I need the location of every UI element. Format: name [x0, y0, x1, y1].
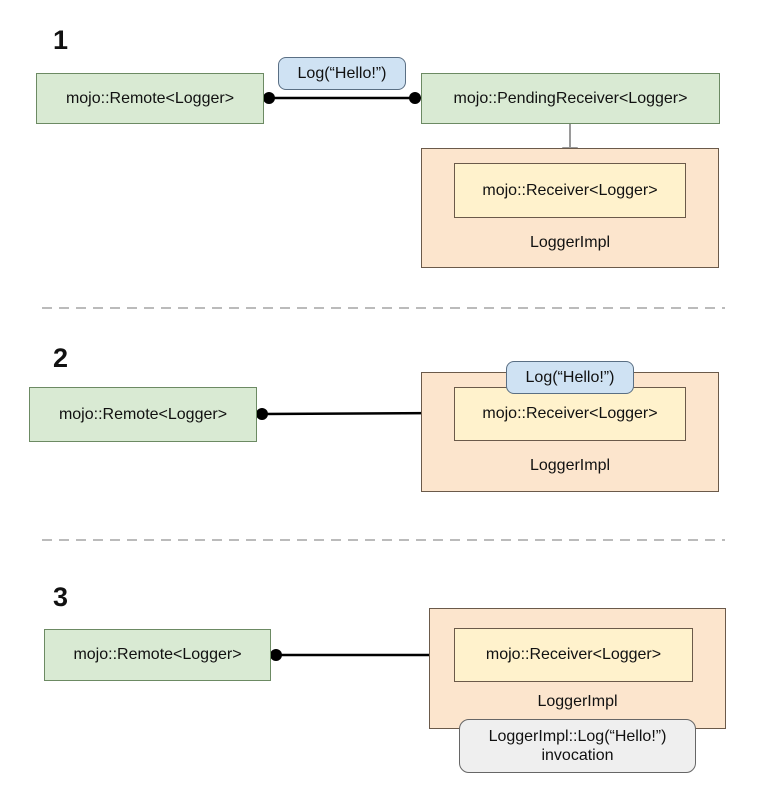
step-number-2: 2	[53, 343, 69, 373]
step2-receiver-box: mojo::Receiver<Logger>	[454, 387, 686, 441]
step1-remote-box: mojo::Remote<Logger>	[36, 73, 264, 124]
step1-pending-receiver-box: mojo::PendingReceiver<Logger>	[421, 73, 720, 124]
step3-remote-box: mojo::Remote<Logger>	[44, 629, 271, 681]
step2-remote-box: mojo::Remote<Logger>	[29, 387, 257, 442]
step2-message-pipe	[261, 411, 449, 416]
step1-receiver-box: mojo::Receiver<Logger>	[454, 163, 686, 218]
step3-invocation-bubble: LoggerImpl::Log(“Hello!”) invocation	[459, 719, 696, 773]
step-number-3: 3	[53, 582, 69, 612]
step3-loggerimpl-label: LoggerImpl	[537, 693, 618, 710]
step1-message-bubble: Log(“Hello!”)	[278, 57, 406, 90]
step3-invocation-line1: LoggerImpl::Log(“Hello!”)	[488, 728, 667, 745]
step-number-1: 1	[53, 25, 69, 55]
step3-invocation-line2: invocation	[541, 747, 614, 764]
step2-message-bubble: Log(“Hello!”)	[506, 361, 634, 394]
step1-loggerimpl-label: LoggerImpl	[529, 234, 611, 251]
step3-receiver-box: mojo::Receiver<Logger>	[454, 628, 693, 682]
step1-pipe-endpoint-remote	[263, 92, 275, 104]
step2-pipe-endpoint-remote	[256, 408, 268, 420]
step2-loggerimpl-label: LoggerImpl	[529, 457, 611, 474]
step1-pipe-endpoint-pending	[409, 92, 421, 104]
step3-pipe-endpoint-remote	[270, 649, 282, 661]
